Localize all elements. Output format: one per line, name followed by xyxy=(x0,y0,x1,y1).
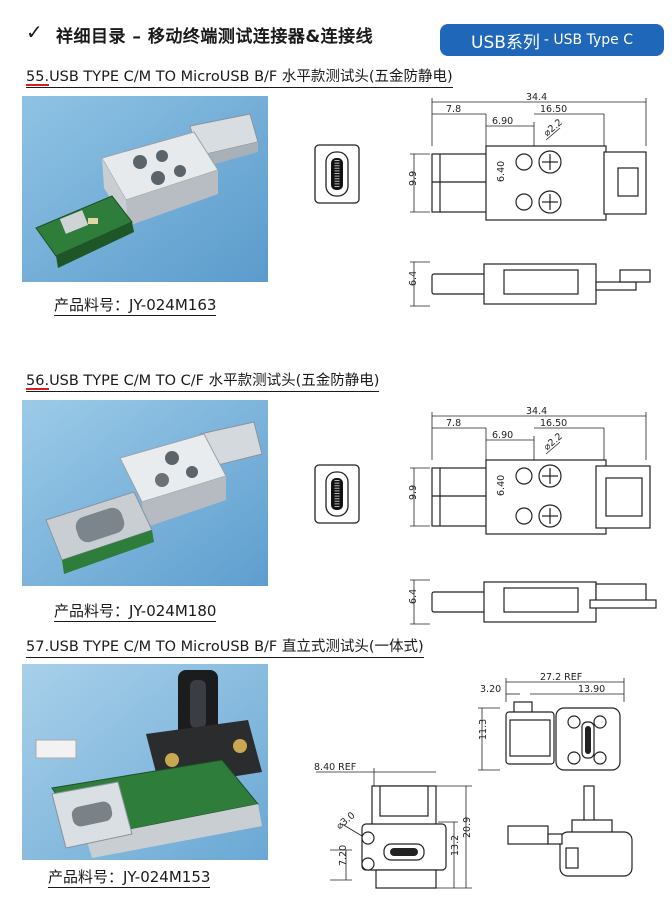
check-icon: ✓ xyxy=(26,20,43,44)
dim-pitch: 6.40 xyxy=(496,475,507,496)
dim-pitch: 6.40 xyxy=(496,161,507,182)
dim-overall: 34.4 xyxy=(526,92,547,103)
dim-b: 13.90 xyxy=(578,684,605,695)
dim-hole: ⌀3.0 xyxy=(334,810,357,832)
dim-h: 9.9 xyxy=(408,485,419,500)
dim-a: 7.8 xyxy=(446,104,461,115)
side-view-drawing-57 xyxy=(500,785,640,882)
product-photo-55 xyxy=(22,96,268,282)
section-title-text: USB TYPE C/M TO MicroUSB B/F 直立式测试头(一体式) xyxy=(49,639,424,655)
page-title: 祥细目录 – 移动终端测试连接器&连接线 xyxy=(56,27,374,47)
section-56-title: 56.USB TYPE C/M TO C/F 水平款测试头(五金防静电) xyxy=(26,372,380,392)
section-number: 57. xyxy=(26,639,50,655)
part-number-56: 产品料号：JY-024M180 xyxy=(54,602,217,622)
section-title-text: USB TYPE C/M TO MicroUSB B/F 水平款测试头(五金防静… xyxy=(49,69,453,85)
side-view-drawing-55: 6.4 xyxy=(400,256,662,310)
section-number: 55. xyxy=(26,69,50,85)
product-photo-57 xyxy=(22,664,268,860)
dim-h: 11.3 xyxy=(478,719,489,740)
series-badge: USB系列 - USB Type C xyxy=(440,24,664,56)
part-number-57: 产品料号：JY-024M153 xyxy=(48,868,211,888)
top-view-drawing-57: 27.2 REF 3.20 13.90 11.3 xyxy=(470,672,660,788)
dim-h: 9.9 xyxy=(408,171,419,186)
side-view-drawing-56: 6.4 xyxy=(400,574,662,628)
section-55-title: 55.USB TYPE C/M TO MicroUSB B/F 水平款测试头(五… xyxy=(26,68,453,88)
dim-v3: 20.9 xyxy=(462,817,473,838)
dim-ref: 8.40 REF xyxy=(314,762,356,773)
dim-a: 3.20 xyxy=(480,684,501,695)
badge-sub: - USB Type C xyxy=(543,32,633,48)
top-view-drawing-56: 34.4 7.8 16.50 6.90 ⌀2.2 9.9 6.40 xyxy=(400,406,662,538)
dim-c: 6.90 xyxy=(492,116,513,127)
section-number: 56. xyxy=(26,373,50,389)
front-view-drawing-57: 8.40 REF ⌀3.0 7.20 13.2 20.9 xyxy=(306,762,486,898)
dim-overall: 34.4 xyxy=(526,406,547,417)
dim-a: 7.8 xyxy=(446,418,461,429)
part-number-55: 产品料号：JY-024M163 xyxy=(54,296,217,316)
section-57-title: 57.USB TYPE C/M TO MicroUSB B/F 直立式测试头(一… xyxy=(26,638,424,658)
dim-hole: ⌀2.2 xyxy=(542,117,565,139)
dim-hole: ⌀2.2 xyxy=(542,431,565,453)
dim-b: 16.50 xyxy=(540,104,567,115)
dim-overall: 27.2 REF xyxy=(540,672,582,683)
dim-side: 6.4 xyxy=(408,589,419,604)
front-view-55 xyxy=(314,144,360,204)
dim-c: 6.90 xyxy=(492,430,513,441)
dim-v2: 13.2 xyxy=(450,835,461,856)
dim-b: 16.50 xyxy=(540,418,567,429)
dim-v1: 7.20 xyxy=(338,845,349,866)
dim-side: 6.4 xyxy=(408,271,419,286)
product-photo-56 xyxy=(22,400,268,586)
badge-main: USB系列 xyxy=(471,32,540,53)
page-header: ✓ 祥细目录 – 移动终端测试连接器&连接线 USB系列 - USB Type … xyxy=(0,0,672,62)
section-title-text: USB TYPE C/M TO C/F 水平款测试头(五金防静电) xyxy=(49,373,380,389)
front-view-56 xyxy=(314,464,360,524)
top-view-drawing-55: 34.4 7.8 16.50 6.90 ⌀2.2 9.9 6.40 xyxy=(400,92,662,224)
